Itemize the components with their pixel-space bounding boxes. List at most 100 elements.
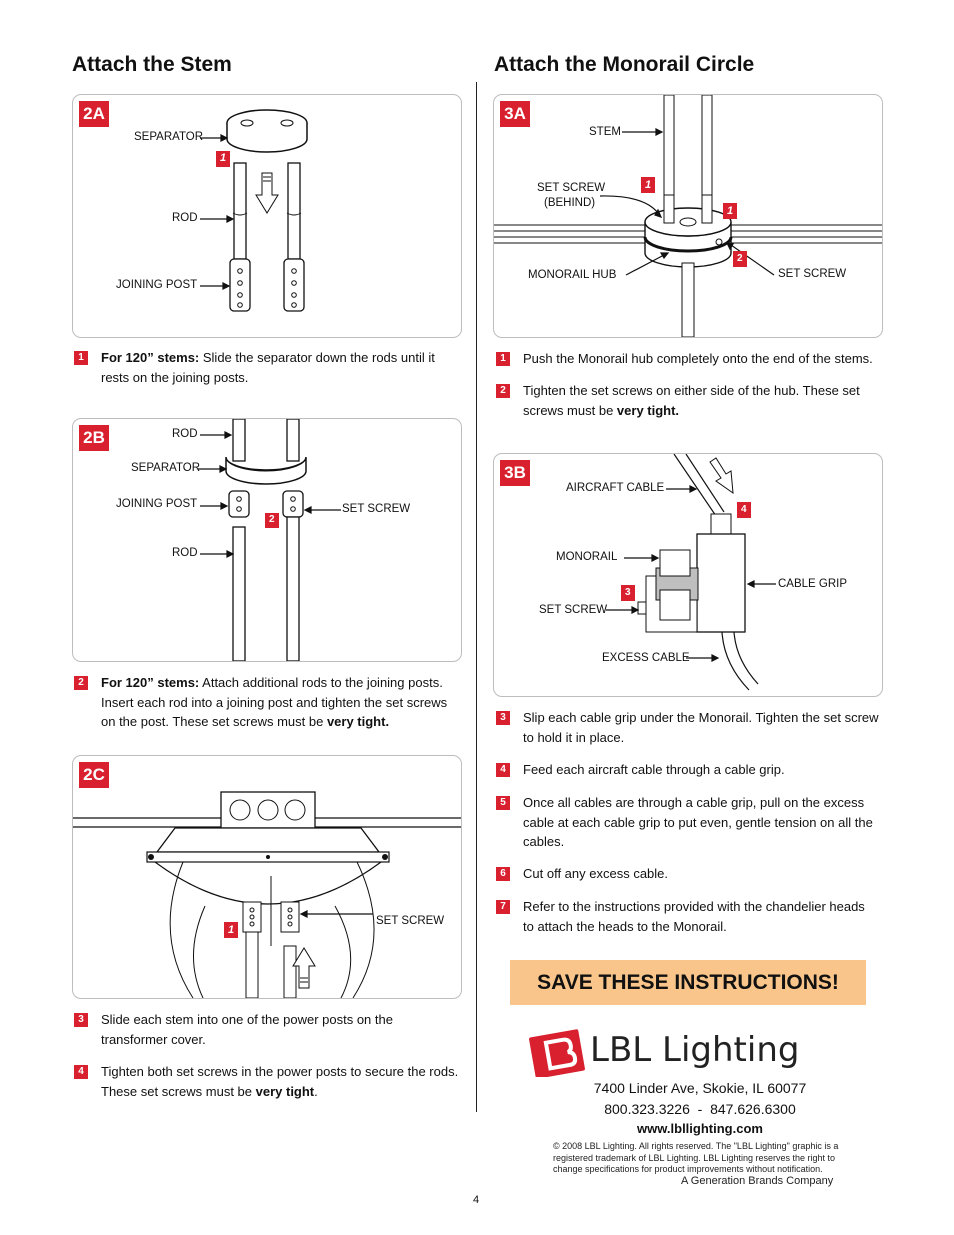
step-item: 4 Feed each aircraft cable through a cab… xyxy=(496,760,882,782)
label-excess-cable: EXCESS CABLE xyxy=(602,652,690,664)
step-text: screws must be xyxy=(523,402,617,418)
step-item: 5 Once all cables are through a cable gr… xyxy=(496,793,882,853)
step-item: 3 Slide each stem into one of the power … xyxy=(74,1010,464,1050)
diagram-2b-drawing xyxy=(198,419,341,661)
legal-line: change specifications for product improv… xyxy=(553,1164,823,1174)
marker-step: 2 xyxy=(269,514,275,525)
step-number: 3 xyxy=(496,711,510,725)
step-bold: For 120” stems: xyxy=(101,675,200,690)
step-number: 1 xyxy=(74,351,88,365)
step-bold: For 120” stems: xyxy=(101,350,200,365)
column-divider xyxy=(476,82,477,1112)
step-number: 2 xyxy=(74,676,88,690)
marker-step: 1 xyxy=(228,924,235,936)
diagram-tag: 3B xyxy=(500,460,530,486)
save-instructions-banner: SAVE THESE INSTRUCTIONS! xyxy=(510,960,866,1005)
step-text: Cut off any excess cable. xyxy=(523,866,669,881)
step-text: Feed each aircraft cable through a cable… xyxy=(523,762,785,777)
label-rod-top: ROD xyxy=(172,428,198,440)
label-monorail-hub: MONORAIL HUB xyxy=(528,269,617,281)
step-number: 5 xyxy=(496,796,510,810)
brand-name: LBL Lighting xyxy=(590,1030,800,1070)
label-set-screw-behind: SET SCREW xyxy=(537,182,606,194)
brand-phones: 800.323.3226 - 847.626.6300 xyxy=(604,1101,796,1117)
step-text: Tighten both set screws in the power pos… xyxy=(101,1064,459,1079)
step-bold: very tight. xyxy=(616,402,680,418)
step-number: 4 xyxy=(74,1065,88,1079)
label-monorail: MONORAIL xyxy=(556,551,618,563)
step-text: These set screws must be xyxy=(101,1083,256,1099)
step-text: cables. xyxy=(523,834,565,849)
diagram-3a-drawing xyxy=(494,95,882,337)
step-item: 1 Push the Monorail hub completely onto … xyxy=(496,349,882,371)
step-text: cable at each cable grip to put even, ge… xyxy=(523,814,873,830)
step-item: 6 Cut off any excess cable. xyxy=(496,864,882,886)
brand-website[interactable]: www.lbllighting.com xyxy=(637,1121,763,1136)
marker-step: 2 xyxy=(737,253,743,264)
lbl-logo-icon xyxy=(529,1029,585,1077)
diagram-2c: 2C SET SCREW 1 xyxy=(72,755,462,999)
step-item: 1 For 120” stems: Slide the separator do… xyxy=(74,348,460,388)
label-rod-bottom: ROD xyxy=(172,547,198,559)
label-rod: ROD xyxy=(172,212,198,224)
marker-step: 1 xyxy=(727,205,734,217)
label-stem: STEM xyxy=(589,126,621,138)
label-set-screw-behind-note: (BEHIND) xyxy=(544,197,596,209)
step-number: 4 xyxy=(496,763,510,777)
label-set-screw: SET SCREW xyxy=(342,503,411,515)
section-title-attach-monorail: Attach the Monorail Circle xyxy=(494,53,755,76)
step-text: Tighten the set screws on either side of… xyxy=(523,383,860,398)
step-text: Slide the separator down the rods until … xyxy=(199,350,435,365)
step-text: to hold it in place. xyxy=(523,729,625,745)
step-text: Attach additional rods to the joining po… xyxy=(199,675,443,690)
diagram-tag: 2B xyxy=(79,425,109,451)
step-text: Push the Monorail hub completely onto th… xyxy=(523,351,873,366)
step-item: 3 Slip each cable grip under the Monorai… xyxy=(496,708,882,748)
marker-step: 4 xyxy=(741,504,747,515)
section-title-attach-stem: Attach the Stem xyxy=(72,53,232,76)
step-item: 2 Tighten the set screws on either side … xyxy=(496,381,882,421)
label-separator: SEPARATOR xyxy=(131,462,201,474)
marker-step: 3 xyxy=(625,587,631,598)
step-item: 2 For 120” stems: Attach additional rods… xyxy=(74,673,460,733)
step-number: 1 xyxy=(496,352,510,366)
diagram-tag: 2A xyxy=(79,101,109,127)
legal-line: © 2008 LBL Lighting. All rights reserved… xyxy=(553,1141,839,1151)
step-number: 2 xyxy=(496,384,510,398)
diagram-tag: 3A xyxy=(500,101,530,127)
marker-step: 1 xyxy=(645,179,652,191)
label-joining-post: JOINING POST xyxy=(116,498,198,510)
step-text: rests on the joining posts. xyxy=(101,369,249,385)
step-item: 4 Tighten both set screws in the power p… xyxy=(74,1062,464,1102)
step-item: 7 Refer to the instructions provided wit… xyxy=(496,897,882,937)
page-number: 4 xyxy=(473,1194,480,1206)
company-name: A Generation Brands Company xyxy=(681,1175,834,1187)
label-set-screw: SET SCREW xyxy=(539,604,608,616)
step-text: Once all cables are through a cable grip… xyxy=(523,795,865,810)
legal-line: registered trademark of LBL Lighting. LB… xyxy=(553,1152,835,1163)
diagram-tag: 2C xyxy=(79,762,109,788)
step-text: Slip each cable grip under the Monorail.… xyxy=(523,710,879,725)
step-bold: very tight xyxy=(255,1083,315,1099)
step-text: to attach the heads to the Monorail. xyxy=(523,918,727,934)
step-number: 3 xyxy=(74,1013,88,1027)
diagram-2b: 2B ROD SEPARATOR JOINING POST SET SCREW … xyxy=(72,418,462,662)
marker-step: 1 xyxy=(220,152,227,164)
step-text: . xyxy=(314,1083,318,1099)
step-text: transformer cover. xyxy=(101,1031,206,1047)
legal-text: © 2008 LBL Lighting. All rights reserved… xyxy=(553,1141,853,1176)
step-text: on the post. These set screws must be xyxy=(101,714,327,729)
diagram-2a: 2A SEPARATOR ROD JOINING POST 1 xyxy=(72,94,462,338)
diagram-2a-drawing xyxy=(200,109,308,312)
step-number: 7 xyxy=(496,900,510,914)
label-cable-grip: CABLE GRIP xyxy=(778,578,848,590)
label-set-screw: SET SCREW xyxy=(376,915,445,927)
diagram-3b: 3B AIRCRAFT CABLE MONORAIL CABLE GRIP SE… xyxy=(493,453,883,697)
step-text: Slide each stem into one of the power po… xyxy=(101,1012,393,1027)
brand-address: 7400 Linder Ave, Skokie, IL 60077 xyxy=(593,1080,807,1096)
step-number: 6 xyxy=(496,867,510,881)
step-bold: very tight. xyxy=(326,714,390,729)
label-aircraft-cable: AIRCRAFT CABLE xyxy=(566,482,665,494)
step-text: Insert each rod into a joining post and … xyxy=(101,694,448,710)
diagram-3a: 3A STEM SET SCREW (BEHIND) MONORAI xyxy=(493,94,883,338)
